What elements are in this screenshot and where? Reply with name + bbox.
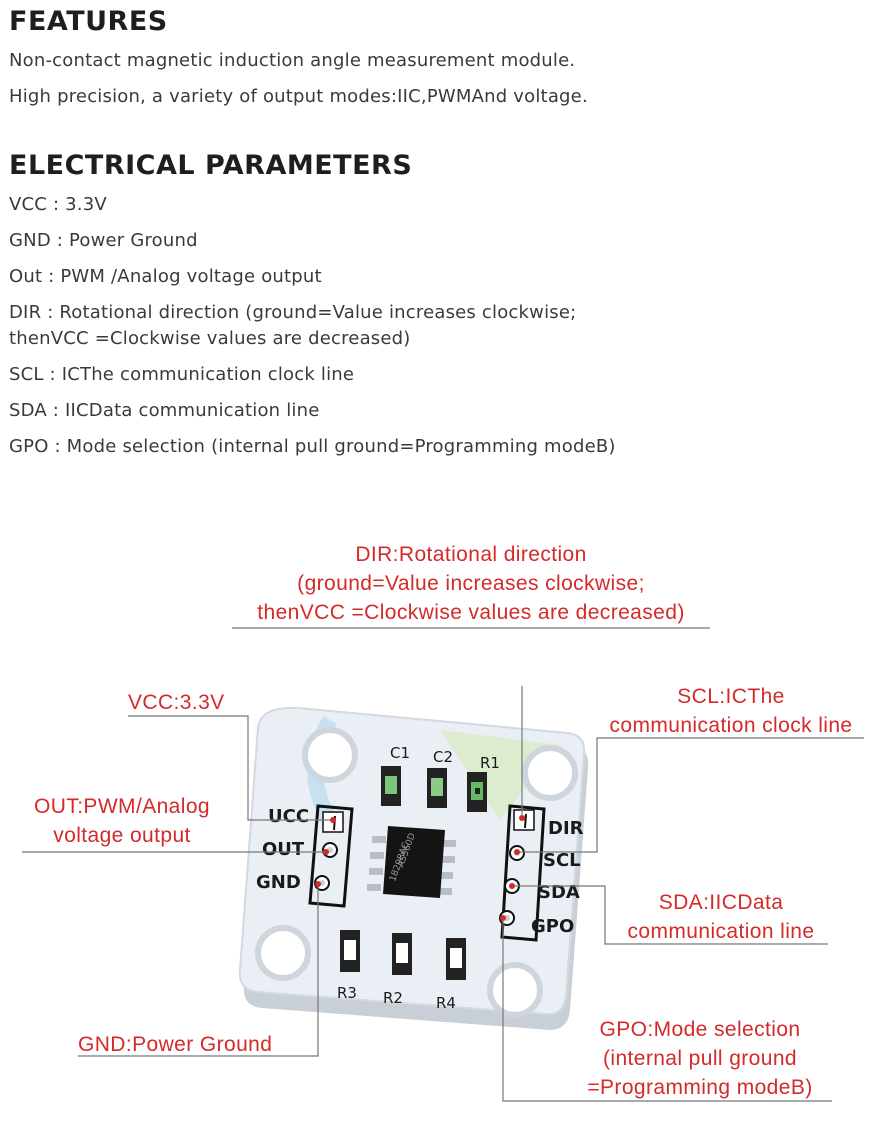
mount-hole-icon bbox=[487, 962, 543, 1018]
target-dot bbox=[315, 881, 321, 887]
watermark-shape bbox=[440, 730, 560, 820]
target-dot bbox=[323, 849, 329, 855]
leader-scl bbox=[517, 737, 864, 853]
callout-out: OUT:PWM/Analog voltage output bbox=[34, 795, 210, 847]
features-heading: FEATURES bbox=[9, 6, 168, 37]
chip-icon bbox=[367, 826, 456, 898]
target-dot bbox=[509, 883, 515, 889]
target-dot bbox=[514, 849, 520, 855]
features-line: Non-contact magnetic induction angle mea… bbox=[9, 50, 576, 71]
label-r3: R3 bbox=[337, 984, 357, 1002]
param-sda: SDA : IICData communication line bbox=[9, 400, 320, 421]
pin-label-dir: DIR bbox=[548, 818, 584, 839]
mount-hole-icon bbox=[255, 925, 311, 981]
pin-label-sda: SDA bbox=[538, 882, 580, 903]
resistor-r1-icon bbox=[467, 772, 487, 812]
param-dir-cont: thenVCC =Clockwise values are decreased) bbox=[9, 328, 411, 349]
callout-vcc: VCC:3.3V bbox=[128, 691, 225, 714]
callout-gnd: GND:Power Ground bbox=[78, 1033, 273, 1056]
param-vcc: VCC : 3.3V bbox=[9, 194, 107, 215]
label-c2: C2 bbox=[433, 748, 453, 766]
param-scl: SCL : ICThe communication clock line bbox=[9, 364, 355, 385]
pin-label-out: OUT bbox=[262, 839, 305, 860]
capacitor-c1-icon bbox=[381, 766, 401, 806]
param-dir: DIR : Rotational direction (ground=Value… bbox=[9, 302, 577, 323]
label-r2: R2 bbox=[383, 989, 403, 1007]
callout-sda: SDA:IICData communication line bbox=[627, 891, 815, 943]
mount-hole-icon bbox=[302, 727, 358, 783]
callout-dir: DIR:Rotational direction (ground=Value i… bbox=[257, 543, 685, 624]
callout-gpo: GPO:Mode selection (internal pull ground… bbox=[587, 1018, 813, 1099]
leader-sda bbox=[512, 885, 828, 945]
param-gnd: GND : Power Ground bbox=[9, 230, 198, 251]
leader-vcc bbox=[128, 715, 333, 821]
resistor-r3-icon bbox=[340, 930, 360, 972]
resistor-r4-icon bbox=[446, 938, 466, 980]
target-dot bbox=[500, 915, 506, 921]
left-header-outline bbox=[308, 804, 354, 908]
capacitor-c2-icon bbox=[427, 768, 447, 808]
resistor-r2-icon bbox=[392, 933, 412, 975]
pin-label-ucc: UCC bbox=[268, 806, 309, 827]
label-r4: R4 bbox=[436, 994, 456, 1012]
features-line: High precision, a variety of output mode… bbox=[9, 86, 588, 107]
electrical-heading: ELECTRICAL PARAMETERS bbox=[9, 150, 413, 181]
leader-gnd bbox=[78, 884, 319, 1057]
pin-label-gnd: GND bbox=[256, 872, 301, 893]
pin-label-gpo: GPO bbox=[531, 916, 574, 937]
leader-gpo bbox=[502, 918, 832, 1102]
target-dot bbox=[519, 815, 525, 821]
label-r1: R1 bbox=[480, 754, 500, 772]
label-c1: C1 bbox=[390, 744, 410, 762]
target-dot bbox=[330, 817, 336, 823]
param-gpo: GPO : Mode selection (internal pull grou… bbox=[9, 436, 616, 457]
right-header-outline bbox=[500, 804, 546, 942]
callout-scl: SCL:ICThe communication clock line bbox=[609, 685, 853, 737]
pin-label-scl: SCL bbox=[543, 850, 581, 871]
param-out: Out : PWM /Analog voltage output bbox=[9, 266, 322, 287]
mount-hole-icon bbox=[522, 745, 578, 801]
